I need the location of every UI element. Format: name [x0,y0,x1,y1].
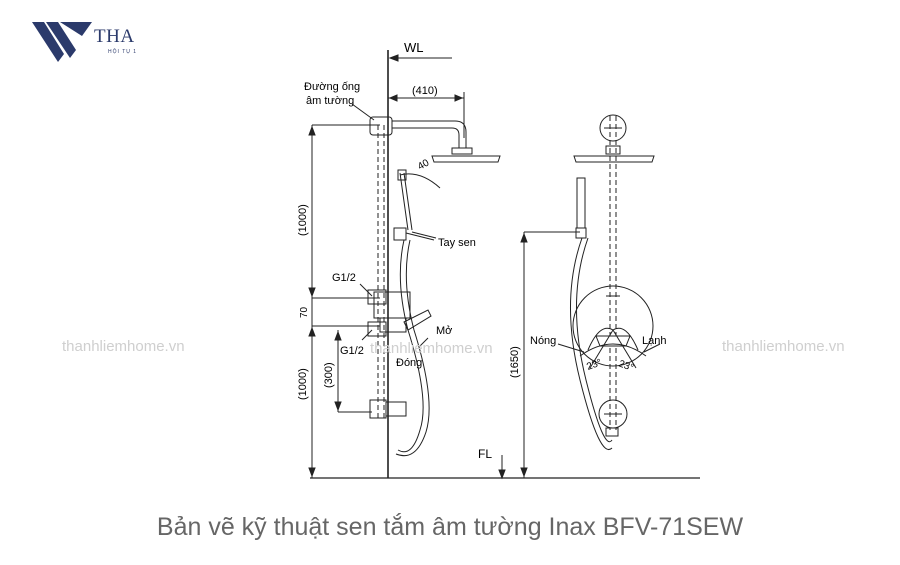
technical-drawing: WL Đường ống âm tường (410) 40 Tay sen (… [297,40,700,480]
watermark-right: thanhliemhome.vn [722,338,845,355]
brand-logo [32,22,92,62]
label-mo: Mở [436,325,452,337]
label-nong: Nóng [530,335,556,347]
label-dim-70: 70 [299,306,310,318]
label-angle-right: 23° [617,358,635,374]
label-dim-300: (300) [323,362,335,388]
label-angle-40: 40 [416,157,432,172]
label-lanh: Lạnh [642,335,666,347]
watermark-left: thanhliemhome.vn [62,338,185,355]
label-dim-410: (410) [412,85,438,97]
caption: Bản vẽ kỹ thuật sen tắm âm tường Inax BF… [156,513,744,541]
label-angle-left: 23° [585,357,603,373]
label-g12-bottom: G1/2 [340,345,364,357]
label-tay-sen: Tay sen [438,237,476,249]
label-wl: WL [404,40,424,55]
logo-text: THA [94,26,135,47]
watermark-center: thanhliemhome.vn [370,340,493,357]
label-dim-1000-top: (1000) [297,204,309,236]
label-pipe-line2: âm tường [306,95,354,107]
label-dim-1000-bottom: (1000) [297,368,309,400]
label-dim-1650: (1650) [509,346,521,378]
label-fl: FL [478,447,492,461]
label-g12-top: G1/2 [332,272,356,284]
label-dong: Đóng [396,357,422,369]
logo-subtext: HỘI TỤ 1 [108,49,138,55]
label-pipe-line1: Đường ống [304,81,360,93]
